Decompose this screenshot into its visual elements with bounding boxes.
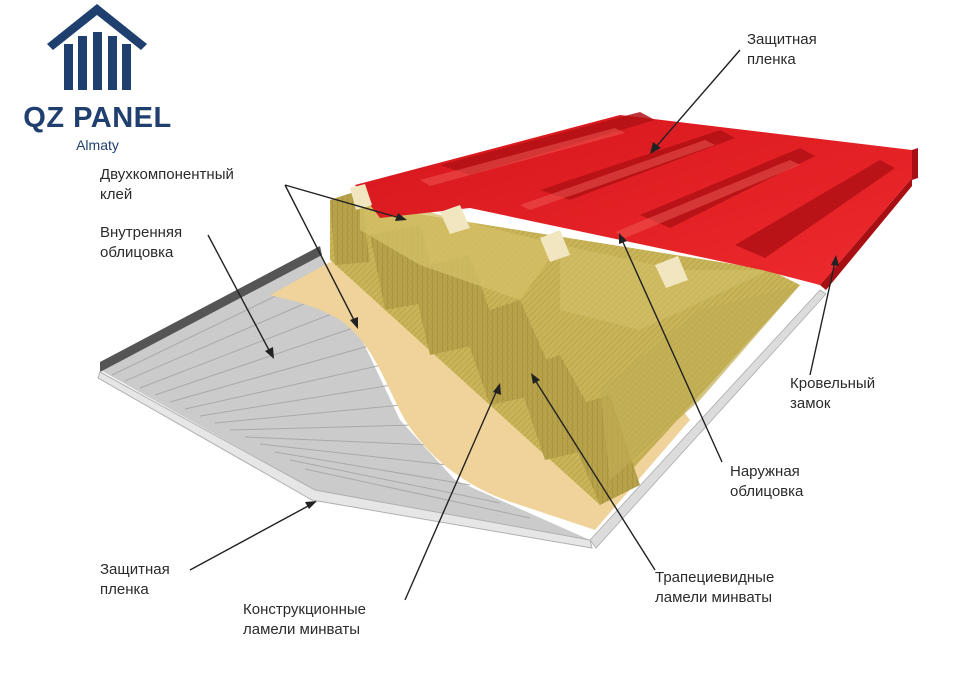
brand-logo: QZ PANEL Almaty — [15, 2, 180, 162]
label-structural-lamellas: Конструкционные ламели минваты — [243, 601, 366, 638]
label-protective-film-top: Защитная пленка — [747, 31, 817, 68]
label-trapezoid-lamellas: Трапециевидные ламели минваты — [655, 569, 775, 606]
label-outer-facing: Наружная облицовка — [730, 463, 804, 500]
house-logo-icon — [47, 4, 147, 90]
label-two-component-glue: Двухкомпонентный клей — [100, 166, 234, 203]
outer-roofing-sheet — [350, 112, 918, 290]
brand-city: Almaty — [76, 137, 119, 153]
leader-lines — [189, 49, 839, 601]
label-protective-film-bottom: Защитная пленка — [100, 561, 170, 598]
inner-facing-sheet — [97, 246, 593, 549]
label-inner-facing: Внутренняя облицовка — [100, 224, 183, 261]
brand-name: QZ PANEL — [23, 102, 172, 134]
label-roof-lock: Кровельный замок — [790, 375, 876, 412]
